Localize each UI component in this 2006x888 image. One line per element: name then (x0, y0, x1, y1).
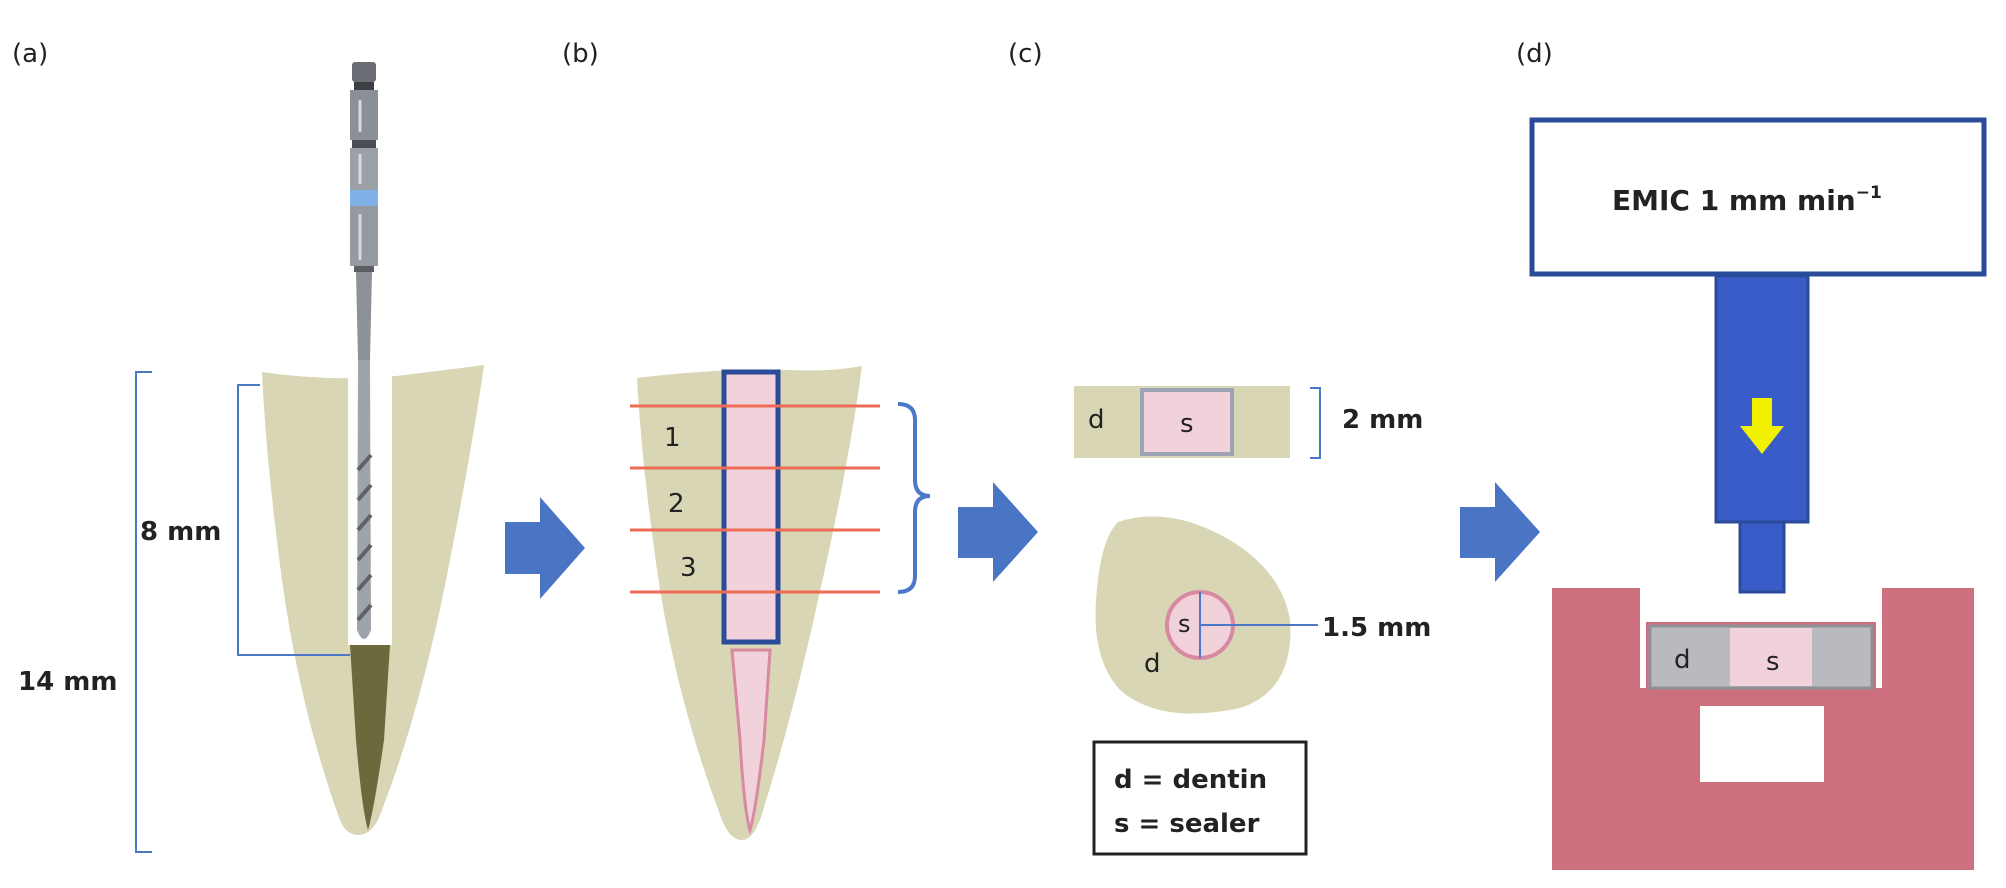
thickness-bracket (1310, 387, 1321, 459)
section-2-label: 2 (668, 489, 685, 519)
section-1-label: 1 (664, 423, 681, 453)
section-3-label: 3 (680, 553, 697, 583)
plunger (1738, 520, 1786, 594)
bracket-14mm (135, 371, 152, 853)
length-14mm-label: 14 mm (18, 667, 117, 697)
panel-c-label: (c) (1008, 39, 1043, 69)
specimen-sealer-label: s (1766, 647, 1780, 677)
specimen-dentin-label: d (1674, 645, 1691, 675)
legend-box (1092, 740, 1308, 856)
panel-a: (a) 14 mm 8 mm (12, 39, 484, 853)
testing-machine (1529, 117, 1987, 277)
slice-dentin-label: d (1088, 405, 1105, 435)
legend-sealer: s = sealer (1114, 809, 1260, 839)
step-arrow-1-icon (505, 497, 585, 599)
step-arrow-3-icon (1460, 482, 1540, 582)
machine-label: EMIC 1 mm min−1 (1612, 183, 1882, 217)
legend-dentin: d = dentin (1114, 765, 1267, 795)
drill-icon (350, 62, 378, 639)
panel-c: (c) d s 2 mm s d 1.5 mm d = dentin s = s… (1008, 39, 1431, 856)
diameter-label: 1.5 mm (1322, 613, 1431, 643)
slice-sealer (1140, 388, 1234, 456)
step-arrow-2-icon (958, 482, 1038, 582)
filled-post-space-b (721, 369, 781, 645)
panel-a-label: (a) (12, 39, 48, 69)
panel-b-label: (b) (562, 39, 599, 69)
root-filling-a (350, 645, 390, 830)
panel-d: (d) EMIC 1 mm min−1 d s (1516, 39, 1987, 870)
thickness-label: 2 mm (1342, 405, 1423, 435)
section-lines (630, 404, 880, 594)
canal-b (730, 648, 772, 836)
specimen-sealer (1730, 628, 1812, 686)
cross-sealer-label: s (1178, 610, 1191, 638)
bracket-8mm (237, 384, 350, 656)
holder-opening (1700, 706, 1824, 782)
slice-sealer-label: s (1180, 409, 1194, 439)
cross-dentin-label: d (1144, 649, 1161, 679)
panel-d-label: (d) (1516, 39, 1553, 69)
panel-b: (b) 1 2 3 (562, 39, 931, 840)
length-8mm-label: 8 mm (140, 517, 221, 547)
push-down-arrow-icon (1740, 398, 1784, 454)
sections-bracket (897, 402, 931, 594)
